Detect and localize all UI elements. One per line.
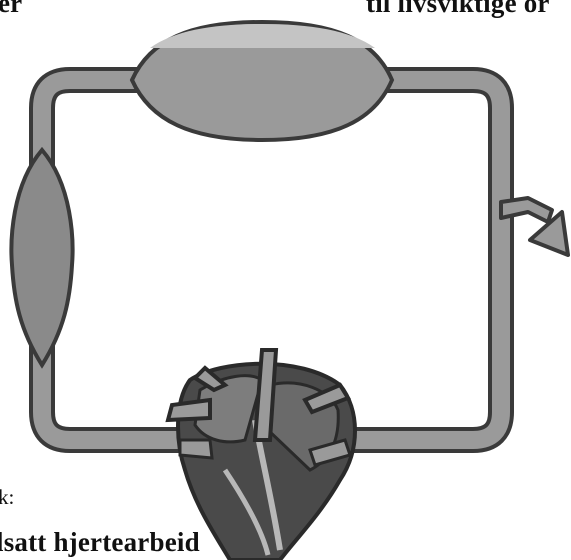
left-vessel-bulge <box>11 150 72 365</box>
top-vessel-bulge <box>132 22 392 140</box>
heart-illustration <box>168 350 355 560</box>
